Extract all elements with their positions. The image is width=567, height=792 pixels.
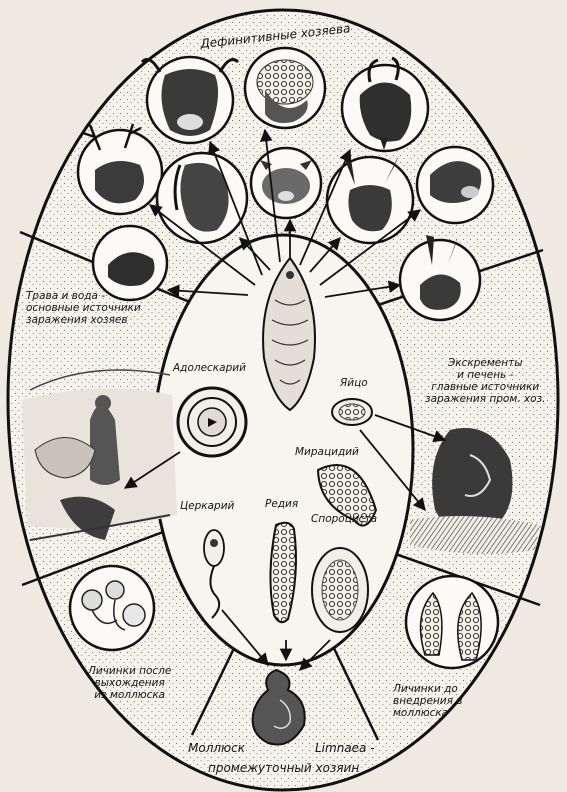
stage-egg <box>332 399 372 425</box>
sporocyst-label: Спороциста <box>311 513 377 525</box>
grass-water-label: Трава и вода - основные источники зараже… <box>26 290 141 326</box>
redia-label: Редия <box>265 498 298 510</box>
mollusk-label: Моллюск <box>188 742 245 754</box>
stage-adolescaria <box>178 388 246 456</box>
excrement-line-2: и печень - <box>425 369 546 381</box>
grass-water-line-1: Трава и вода - <box>26 290 141 302</box>
excrement-line-4: заражения пром. хоз. <box>425 393 546 405</box>
larvae-after-label: Личинки после выхождения из моллюска <box>88 665 171 701</box>
stage-sporocyst <box>312 548 368 632</box>
adolescaria-label: Адолескарий <box>173 362 246 374</box>
donkey-icon <box>327 155 413 243</box>
egg-label: Яйцо <box>340 377 368 389</box>
pig-icon <box>251 148 321 218</box>
excrement-label: Экскременты и печень - главные источники… <box>425 357 546 405</box>
sheep-icon <box>245 48 325 128</box>
larvae-before-line-1: Личинки до <box>393 683 462 695</box>
grass-water-line-2: основные источники <box>26 302 141 314</box>
larvae-after-line-1: Личинки после <box>88 665 171 677</box>
beaver-icon <box>93 226 167 300</box>
pasture-scene <box>22 370 177 540</box>
intermediate-host-label: промежуточный хозяин <box>208 762 359 774</box>
larvae-after-line-3: из моллюска <box>88 689 171 701</box>
larvae-before-line-3: моллюска <box>393 707 462 719</box>
cercaria-label: Церкарий <box>180 500 234 512</box>
larvae-after-circle <box>70 566 154 650</box>
larvae-before-line-2: внедрения в <box>393 695 462 707</box>
limnaea-label: Limnaea - <box>315 742 375 754</box>
excrement-line-3: главные источники <box>425 381 546 393</box>
grass-water-line-3: заражения хозяев <box>26 314 141 326</box>
larvae-after-line-2: выхождения <box>88 677 171 689</box>
larvae-before-circle <box>406 576 498 668</box>
horse-icon <box>157 153 247 243</box>
excrement-line-1: Экскременты <box>425 357 546 369</box>
larvae-before-label: Личинки до внедрения в моллюска <box>393 683 462 719</box>
camel-icon <box>417 147 493 223</box>
miracidium-label: Мирацидий <box>295 446 359 458</box>
